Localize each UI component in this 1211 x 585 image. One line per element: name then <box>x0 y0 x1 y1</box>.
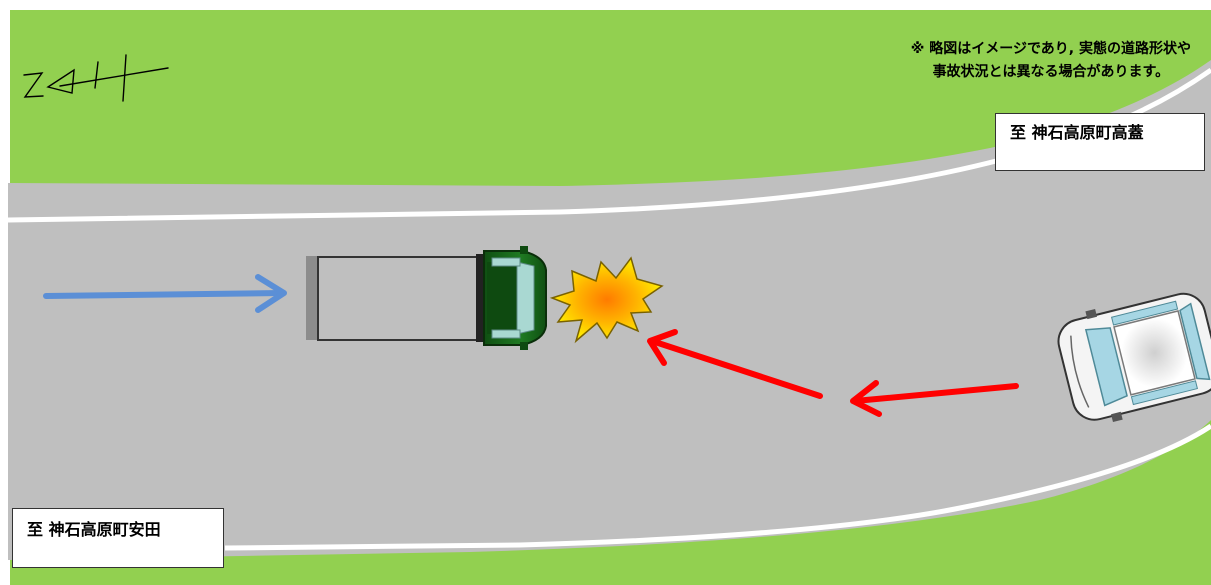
disclaimer-note: ※ 略図はイメージであり, 実態の道路形状や 事故状況とは異なる場合があります。 <box>911 38 1191 84</box>
disclaimer-line-1: ※ 略図はイメージであり, 実態の道路形状や <box>911 38 1191 61</box>
truck <box>306 246 546 350</box>
disclaimer-line-2: 事故状況とは異なる場合があります。 <box>911 61 1191 84</box>
destination-label-kotakafuta: 至 神石高原町高蓋 <box>995 113 1205 171</box>
destination-label-yasuda: 至 神石高原町安田 <box>12 508 224 568</box>
